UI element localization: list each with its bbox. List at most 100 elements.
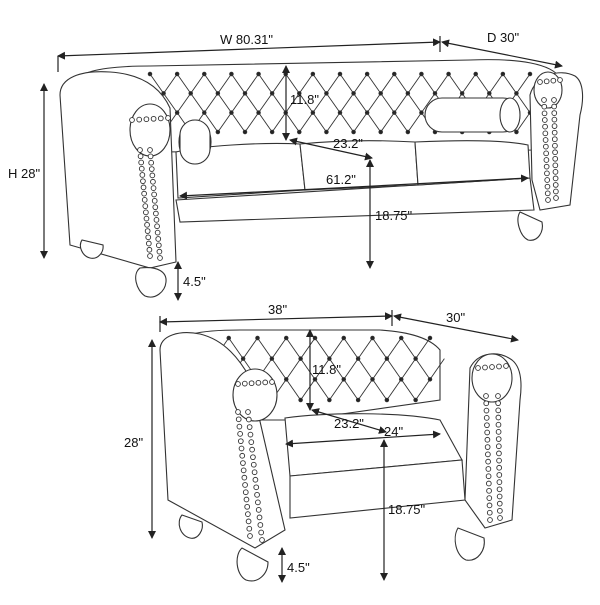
sofa-dimensions: W 80.31" D 30" H 28" 11.8" 23.2" 61.2" 1… <box>8 30 563 301</box>
chair-nailhead-stud <box>259 537 265 543</box>
sofa-nailhead-stud <box>155 236 162 242</box>
sofa-tuft-seam <box>461 73 477 94</box>
chair-seat-depth-label: 23.2" <box>334 416 364 431</box>
chair-nailhead-stud <box>246 525 253 532</box>
sofa-tuft-seam <box>366 73 382 94</box>
sofa-leg-back-left <box>79 239 104 259</box>
sofa-tuft-seam <box>244 112 259 133</box>
sofa-tuft-seam <box>231 93 246 113</box>
chair-leg-front-right <box>454 527 485 561</box>
sofa-tuft-button <box>215 129 221 135</box>
sofa-tuft-seam <box>258 73 273 94</box>
sofa-back-height-label: 11.8" <box>290 92 319 107</box>
sofa-nailhead-stud <box>138 159 145 166</box>
chair-right-arm-scroll <box>471 353 513 403</box>
sofa-nailhead-stud <box>147 147 153 153</box>
sofa-tuft-seam <box>393 73 409 94</box>
sofa-nailhead-trim <box>129 77 563 261</box>
sofa-nailhead-stud <box>140 184 147 191</box>
sofa-tuft-seam <box>407 93 422 113</box>
sofa-nailhead-stud <box>543 157 550 163</box>
chair-nailhead-stud <box>485 466 492 472</box>
chair-nailhead-stud <box>489 364 495 370</box>
sofa-nailhead-stud <box>145 234 152 241</box>
sofa-nailhead-stud <box>151 197 158 204</box>
chair-seat-width-label: 24" <box>384 424 403 439</box>
sofa-nailhead-stud <box>542 130 549 137</box>
sofa-nailhead-stud <box>557 77 563 83</box>
chair-seat-depth-line <box>311 408 387 434</box>
chair-tuft-seam <box>357 337 373 359</box>
chair-tuft-seam <box>372 379 388 401</box>
sofa-nailhead-stud <box>552 169 559 175</box>
sofa-nailhead-stud <box>153 217 160 223</box>
chair-depth-label: 30" <box>446 310 465 325</box>
chair-nailhead-stud <box>245 409 251 415</box>
chair-nailhead-stud <box>247 431 254 438</box>
sofa-nailhead-stud <box>541 97 547 103</box>
sofa-nailhead-stud <box>550 77 557 84</box>
sofa-nailhead-stud <box>129 117 135 123</box>
sofa-tuft-seam <box>353 112 368 133</box>
sofa-tuft-seam <box>407 73 422 94</box>
chair-tuft-seam <box>285 337 301 359</box>
sofa-nailhead-stud <box>544 190 551 197</box>
chair-nailhead-stud <box>486 502 493 509</box>
chair-tuft-seam <box>357 358 373 380</box>
sofa-nailhead-stud <box>148 159 155 166</box>
chair-nailhead-stud <box>496 493 503 500</box>
chair-nailhead-stud <box>238 445 245 452</box>
sofa-tuft-seam <box>298 93 314 113</box>
sofa-seat-width-line <box>179 174 529 200</box>
sofa-nailhead-stud <box>552 149 558 156</box>
sofa-nailhead-stud <box>552 175 559 182</box>
sofa-nailhead-stud <box>144 228 151 234</box>
sofa-tuft-seam <box>353 73 368 94</box>
sofa-seat-height-label: 18.75" <box>375 208 413 223</box>
sofa-nailhead-stud <box>552 155 559 162</box>
sofa-height-label: H 28" <box>8 166 40 181</box>
sofa-tuft-seam <box>190 93 205 113</box>
chair-depth-line <box>393 313 519 343</box>
chair-tuft-seam <box>429 358 445 380</box>
sofa-tuft-button <box>405 129 411 135</box>
chair-tuft-seam <box>400 379 416 401</box>
chair-tuft-button <box>413 397 418 403</box>
sofa-tuft-seam <box>231 73 246 94</box>
sofa-tuft-seam <box>502 73 517 94</box>
chair-nailhead-stud <box>255 379 262 386</box>
sofa-tuft-seam <box>339 112 354 133</box>
sofa-tuft-seam <box>339 73 354 94</box>
chair-tuft-seam <box>314 379 330 401</box>
sofa-tuft-seam <box>380 93 395 113</box>
chair-nailhead-stud <box>244 503 251 510</box>
chair-nailhead-stud <box>251 469 258 476</box>
chair-nailhead-stud <box>252 476 259 483</box>
sofa-seat-width-label: 61.2" <box>326 172 356 187</box>
sofa-nailhead-stud <box>136 116 143 123</box>
chair-nailhead-stud <box>495 443 502 450</box>
sofa-seat-depth-line <box>289 137 373 161</box>
sofa-nailhead-stud <box>553 195 559 201</box>
sofa-tuft-seam <box>312 73 327 94</box>
sofa-nailhead-stud <box>543 163 550 170</box>
chair-nailhead-stud <box>245 511 251 517</box>
chair-tuft-seam <box>415 379 431 401</box>
chair-nailhead-stud <box>496 363 502 370</box>
chair-tuft-seam <box>343 379 359 401</box>
chair-nailhead-stud <box>254 491 260 498</box>
chair-nailhead-stud <box>482 364 488 371</box>
chair-nailhead-stud <box>258 529 265 536</box>
chair-nailhead-stud <box>245 416 252 423</box>
chair-nailhead-stud <box>248 380 255 387</box>
chair-height-label: 28" <box>124 435 143 450</box>
chair-nailhead-stud <box>255 507 262 513</box>
sofa-tuft-seam <box>366 112 382 133</box>
sofa-nailhead-stud <box>542 123 548 130</box>
sofa-nailhead-stud <box>152 204 159 211</box>
sofa-tuft-seam <box>176 73 192 94</box>
chair-tuft-seam <box>314 337 330 359</box>
chair-nailhead-stud <box>257 522 264 528</box>
sofa-tuft-seam <box>393 112 409 133</box>
chair-nailhead-stud <box>483 400 490 407</box>
